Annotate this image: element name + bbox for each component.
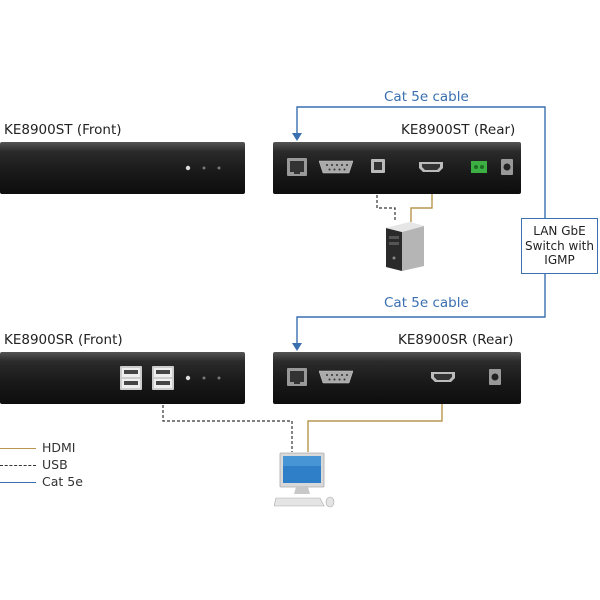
tx-rear-device	[273, 142, 521, 194]
hdmi-line-tx	[410, 182, 433, 222]
led-icon	[185, 165, 221, 171]
legend-usb: USB	[0, 457, 120, 473]
cable-label-top: Cat 5e cable	[384, 89, 469, 105]
legend-hdmi-label: HDMI	[42, 440, 76, 455]
power-terminal-icon	[471, 161, 487, 173]
tx-front-device	[0, 142, 245, 194]
rx-front-label: KE8900SR (Front)	[4, 332, 123, 348]
cat5e-line-bottom	[296, 274, 546, 345]
legend-hdmi-swatch	[0, 448, 36, 449]
legend-cat5e-label: Cat 5e	[42, 474, 83, 489]
switch-line-3: IGMP	[544, 253, 575, 267]
workstation-icon	[274, 452, 335, 508]
rx-front-device	[0, 352, 245, 404]
led-icon	[185, 375, 221, 381]
usb-a-port-icon	[152, 366, 174, 390]
rx-rear-device	[273, 352, 521, 404]
hdmi-port-icon	[419, 162, 443, 172]
pc-tower-icon	[386, 222, 424, 271]
rj45-port-icon	[287, 158, 307, 176]
cat5e-arrow-bottom	[292, 343, 302, 351]
usb-line-rx	[162, 390, 293, 452]
usb-b-port-icon	[371, 159, 385, 173]
dc-jack-icon	[501, 159, 513, 175]
cat5e-line-top	[296, 106, 546, 218]
dc-jack-icon	[489, 369, 501, 385]
lan-switch-box: LAN GbE Switch with IGMP	[521, 218, 598, 274]
legend-usb-swatch	[0, 465, 36, 466]
usb-a-port-icon	[120, 366, 142, 390]
legend-cat5e-swatch	[0, 482, 36, 483]
rx-rear-label: KE8900SR (Rear)	[398, 332, 514, 348]
hdmi-port-icon	[431, 372, 455, 382]
keyboard-icon	[274, 497, 325, 507]
hdmi-line-rx	[307, 392, 443, 452]
switch-line-1: LAN GbE	[533, 224, 586, 238]
serial-port-icon	[319, 160, 353, 174]
usb-line-tx	[376, 180, 396, 222]
tx-front-label: KE8900ST (Front)	[4, 122, 122, 138]
rj45-port-icon	[287, 368, 307, 386]
serial-port-icon	[319, 370, 353, 384]
legend-cat5e: Cat 5e	[0, 474, 120, 490]
legend-hdmi: HDMI	[0, 440, 120, 456]
cable-label-bottom: Cat 5e cable	[384, 295, 469, 311]
cat5e-arrow-top	[292, 133, 302, 141]
switch-line-2: Switch with	[525, 238, 594, 253]
legend-usb-label: USB	[42, 457, 68, 472]
tx-rear-label: KE8900ST (Rear)	[401, 122, 516, 138]
monitor-icon	[279, 452, 325, 494]
mouse-icon	[325, 496, 335, 508]
